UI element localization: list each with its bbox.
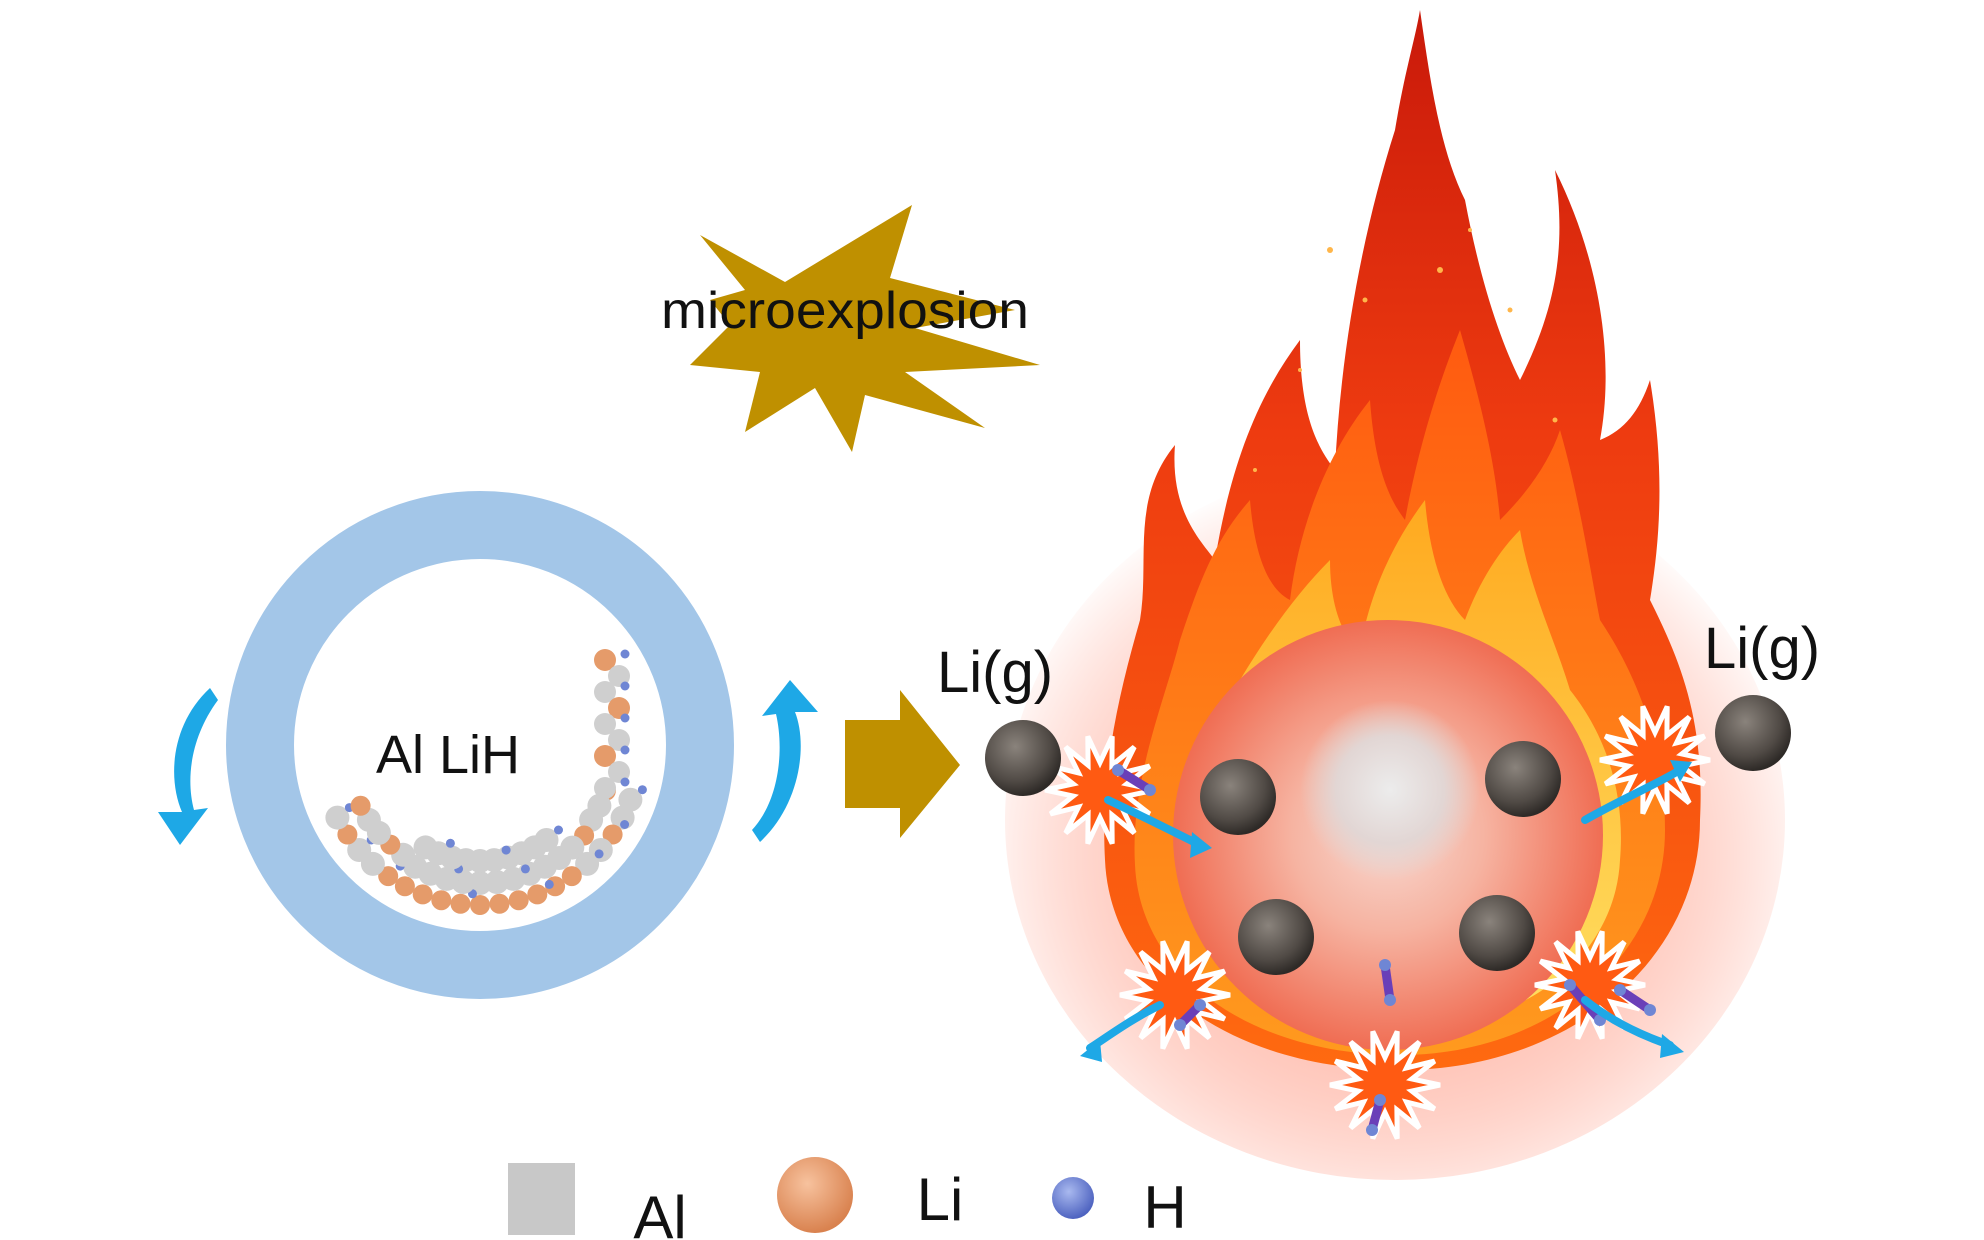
h-particle xyxy=(445,838,455,848)
li-particle xyxy=(594,649,616,671)
li-particle xyxy=(527,884,548,905)
h-particle xyxy=(594,849,604,859)
al-particle xyxy=(347,838,372,862)
li-vapor-sphere xyxy=(1485,741,1561,817)
h-particle xyxy=(1144,784,1156,796)
droplet-core xyxy=(1300,700,1480,880)
li-particle xyxy=(608,697,630,719)
lig-label-right: Li(g) xyxy=(1704,616,1820,681)
starburst-icon xyxy=(690,205,1040,452)
legend-al-icon xyxy=(508,1163,575,1235)
burst-icon xyxy=(1329,1030,1441,1140)
arrowhead-icon xyxy=(1660,1034,1684,1058)
arrowhead-icon xyxy=(1670,760,1692,782)
li-vapor-sphere xyxy=(985,720,1061,796)
li-particle xyxy=(350,795,371,816)
h-particle xyxy=(1644,1004,1656,1016)
particle-cluster xyxy=(325,649,647,915)
particle-label: Al LiH xyxy=(376,725,520,785)
al-particle xyxy=(594,681,616,703)
h-particle xyxy=(1379,959,1391,971)
li-vapor-sphere xyxy=(1715,695,1791,771)
flow-arrow-icon xyxy=(1104,796,1204,849)
li-particle xyxy=(594,745,616,767)
h-particle xyxy=(501,845,511,855)
al-particle xyxy=(575,851,600,876)
h-particle xyxy=(620,713,630,723)
rotate-arrow-left-icon xyxy=(158,688,218,845)
li-particle xyxy=(470,895,490,915)
h-particle xyxy=(1366,1124,1378,1136)
h-particle xyxy=(620,745,630,755)
al-particle xyxy=(608,665,630,687)
legend-h-label: H xyxy=(1143,1174,1186,1240)
li-particle xyxy=(489,893,510,914)
burst-icon xyxy=(1119,940,1231,1050)
h-particle xyxy=(620,649,630,659)
legend-li-label: Li xyxy=(917,1166,964,1233)
li-particle xyxy=(508,890,529,911)
flame-sparks xyxy=(1253,228,1558,472)
burst-icon xyxy=(1599,705,1711,815)
flow-arrow-heads xyxy=(1080,760,1692,1062)
h-particle xyxy=(1384,994,1396,1006)
al-particle xyxy=(594,777,616,799)
li-particle xyxy=(337,824,358,845)
li-particle xyxy=(561,866,582,887)
lig-label-left: Li(g) xyxy=(937,640,1053,705)
al-particle xyxy=(608,729,630,751)
legend: Al Li H xyxy=(508,1157,1187,1240)
arrowhead-icon xyxy=(1080,1040,1102,1062)
li-particle xyxy=(412,884,433,905)
burst-icon xyxy=(1044,735,1156,845)
legend-li-icon xyxy=(777,1157,853,1233)
h-particle xyxy=(554,825,563,835)
al-particle xyxy=(618,787,643,812)
burning-droplet: Li(g) Li(g) xyxy=(937,10,1820,1180)
li-particle xyxy=(378,866,399,887)
h-particle xyxy=(1564,979,1576,991)
al-particle xyxy=(413,835,438,860)
li-vapor-sphere xyxy=(1200,759,1276,835)
h2-bond xyxy=(1113,765,1155,795)
li-particle xyxy=(431,890,452,911)
flow-arrow-icon xyxy=(1581,996,1674,1049)
al-particle xyxy=(325,805,350,830)
li-vapor-sphere xyxy=(1459,895,1535,971)
h-particle xyxy=(520,864,530,874)
h-particle xyxy=(1374,1094,1386,1106)
h-particle xyxy=(1174,1019,1186,1031)
al-particle xyxy=(608,761,630,783)
h-particle xyxy=(620,681,630,691)
microexplosion-starburst: microexplosion xyxy=(661,205,1040,452)
rotate-arrow-right-icon xyxy=(752,680,818,842)
particle-shell xyxy=(226,491,734,999)
h-particle xyxy=(1112,764,1124,776)
h-particle xyxy=(620,777,630,787)
al-particle xyxy=(594,713,616,735)
h-particle xyxy=(544,879,554,889)
li-particle xyxy=(450,893,471,914)
process-arrow-icon xyxy=(845,690,960,838)
li-vapor-spheres xyxy=(985,695,1791,975)
flow-arrow-icon xyxy=(1581,766,1684,824)
h-particle xyxy=(1614,984,1626,996)
particle-shell-group: Al LiH xyxy=(226,491,734,999)
li-particle xyxy=(602,824,623,845)
explosion-label: microexplosion xyxy=(661,282,1029,340)
li-vapor-sphere xyxy=(1238,899,1314,975)
h-particle xyxy=(620,820,630,829)
h2-bond xyxy=(1615,985,1655,1015)
h-particle xyxy=(637,785,647,795)
li-particle xyxy=(394,876,415,897)
legend-h-icon xyxy=(1052,1177,1094,1219)
arrowhead-icon xyxy=(1190,832,1212,858)
h-particle xyxy=(1194,999,1206,1011)
legend-al-label: Al xyxy=(633,1184,686,1240)
